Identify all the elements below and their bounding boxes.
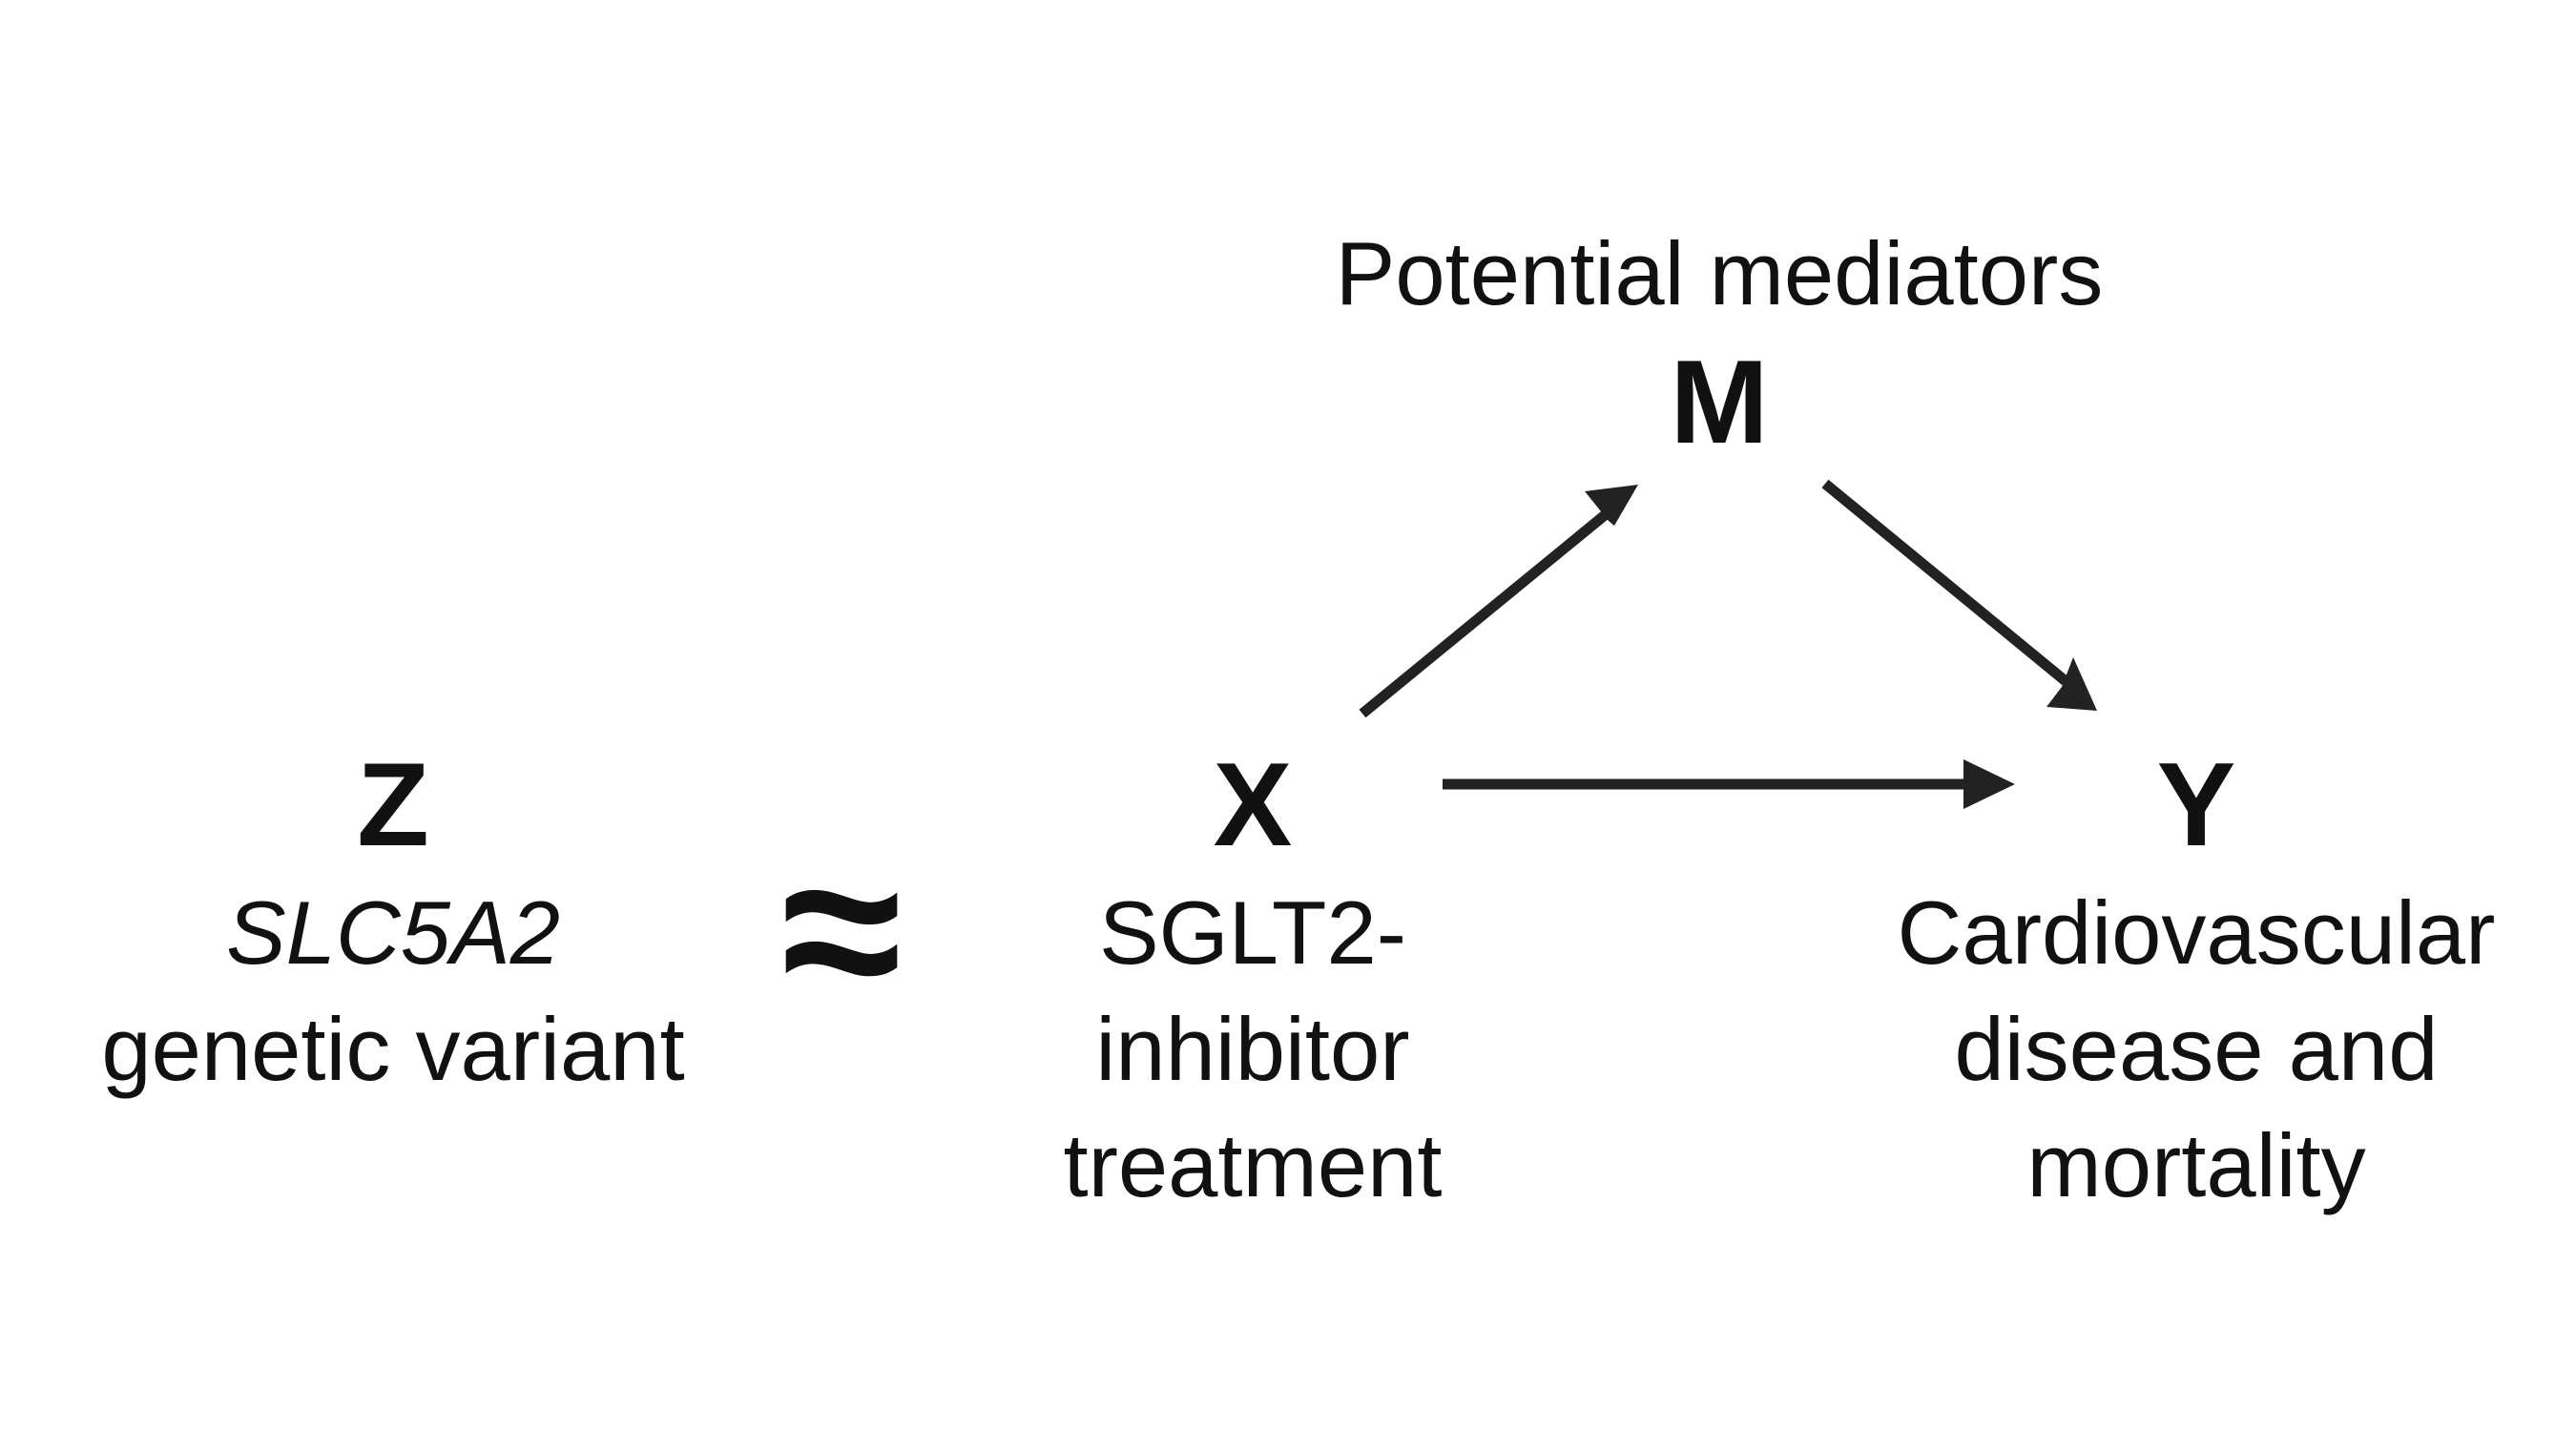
outcome-line-3: mortality bbox=[2026, 1115, 2366, 1215]
arrow-m-to-y bbox=[1821, 479, 2069, 686]
instrument-description: genetic variant bbox=[101, 999, 685, 1099]
mediator-letter: M bbox=[1670, 337, 1769, 468]
arrowhead-x-to-y bbox=[1963, 759, 2015, 809]
outcome-line-1: Cardiovascular bbox=[1897, 882, 2496, 983]
instrument-letter: Z bbox=[357, 739, 429, 871]
mediator-heading: Potential mediators bbox=[1335, 223, 2104, 323]
approx-symbol: ≈ bbox=[780, 807, 903, 1052]
exposure-line-2: inhibitor bbox=[1095, 999, 1410, 1099]
outcome-letter: Y bbox=[2156, 739, 2236, 871]
exposure-line-1: SGLT2- bbox=[1098, 882, 1407, 983]
exposure-letter: X bbox=[1213, 739, 1293, 871]
arrow-x-to-m bbox=[1359, 510, 1609, 718]
exposure-line-3: treatment bbox=[1063, 1115, 1443, 1215]
arrowhead-m-to-y bbox=[2046, 657, 2097, 711]
instrument-gene: SLC5A2 bbox=[225, 882, 561, 983]
outcome-line-2: disease and bbox=[1954, 999, 2439, 1099]
arrowhead-x-to-m bbox=[1585, 485, 1638, 526]
